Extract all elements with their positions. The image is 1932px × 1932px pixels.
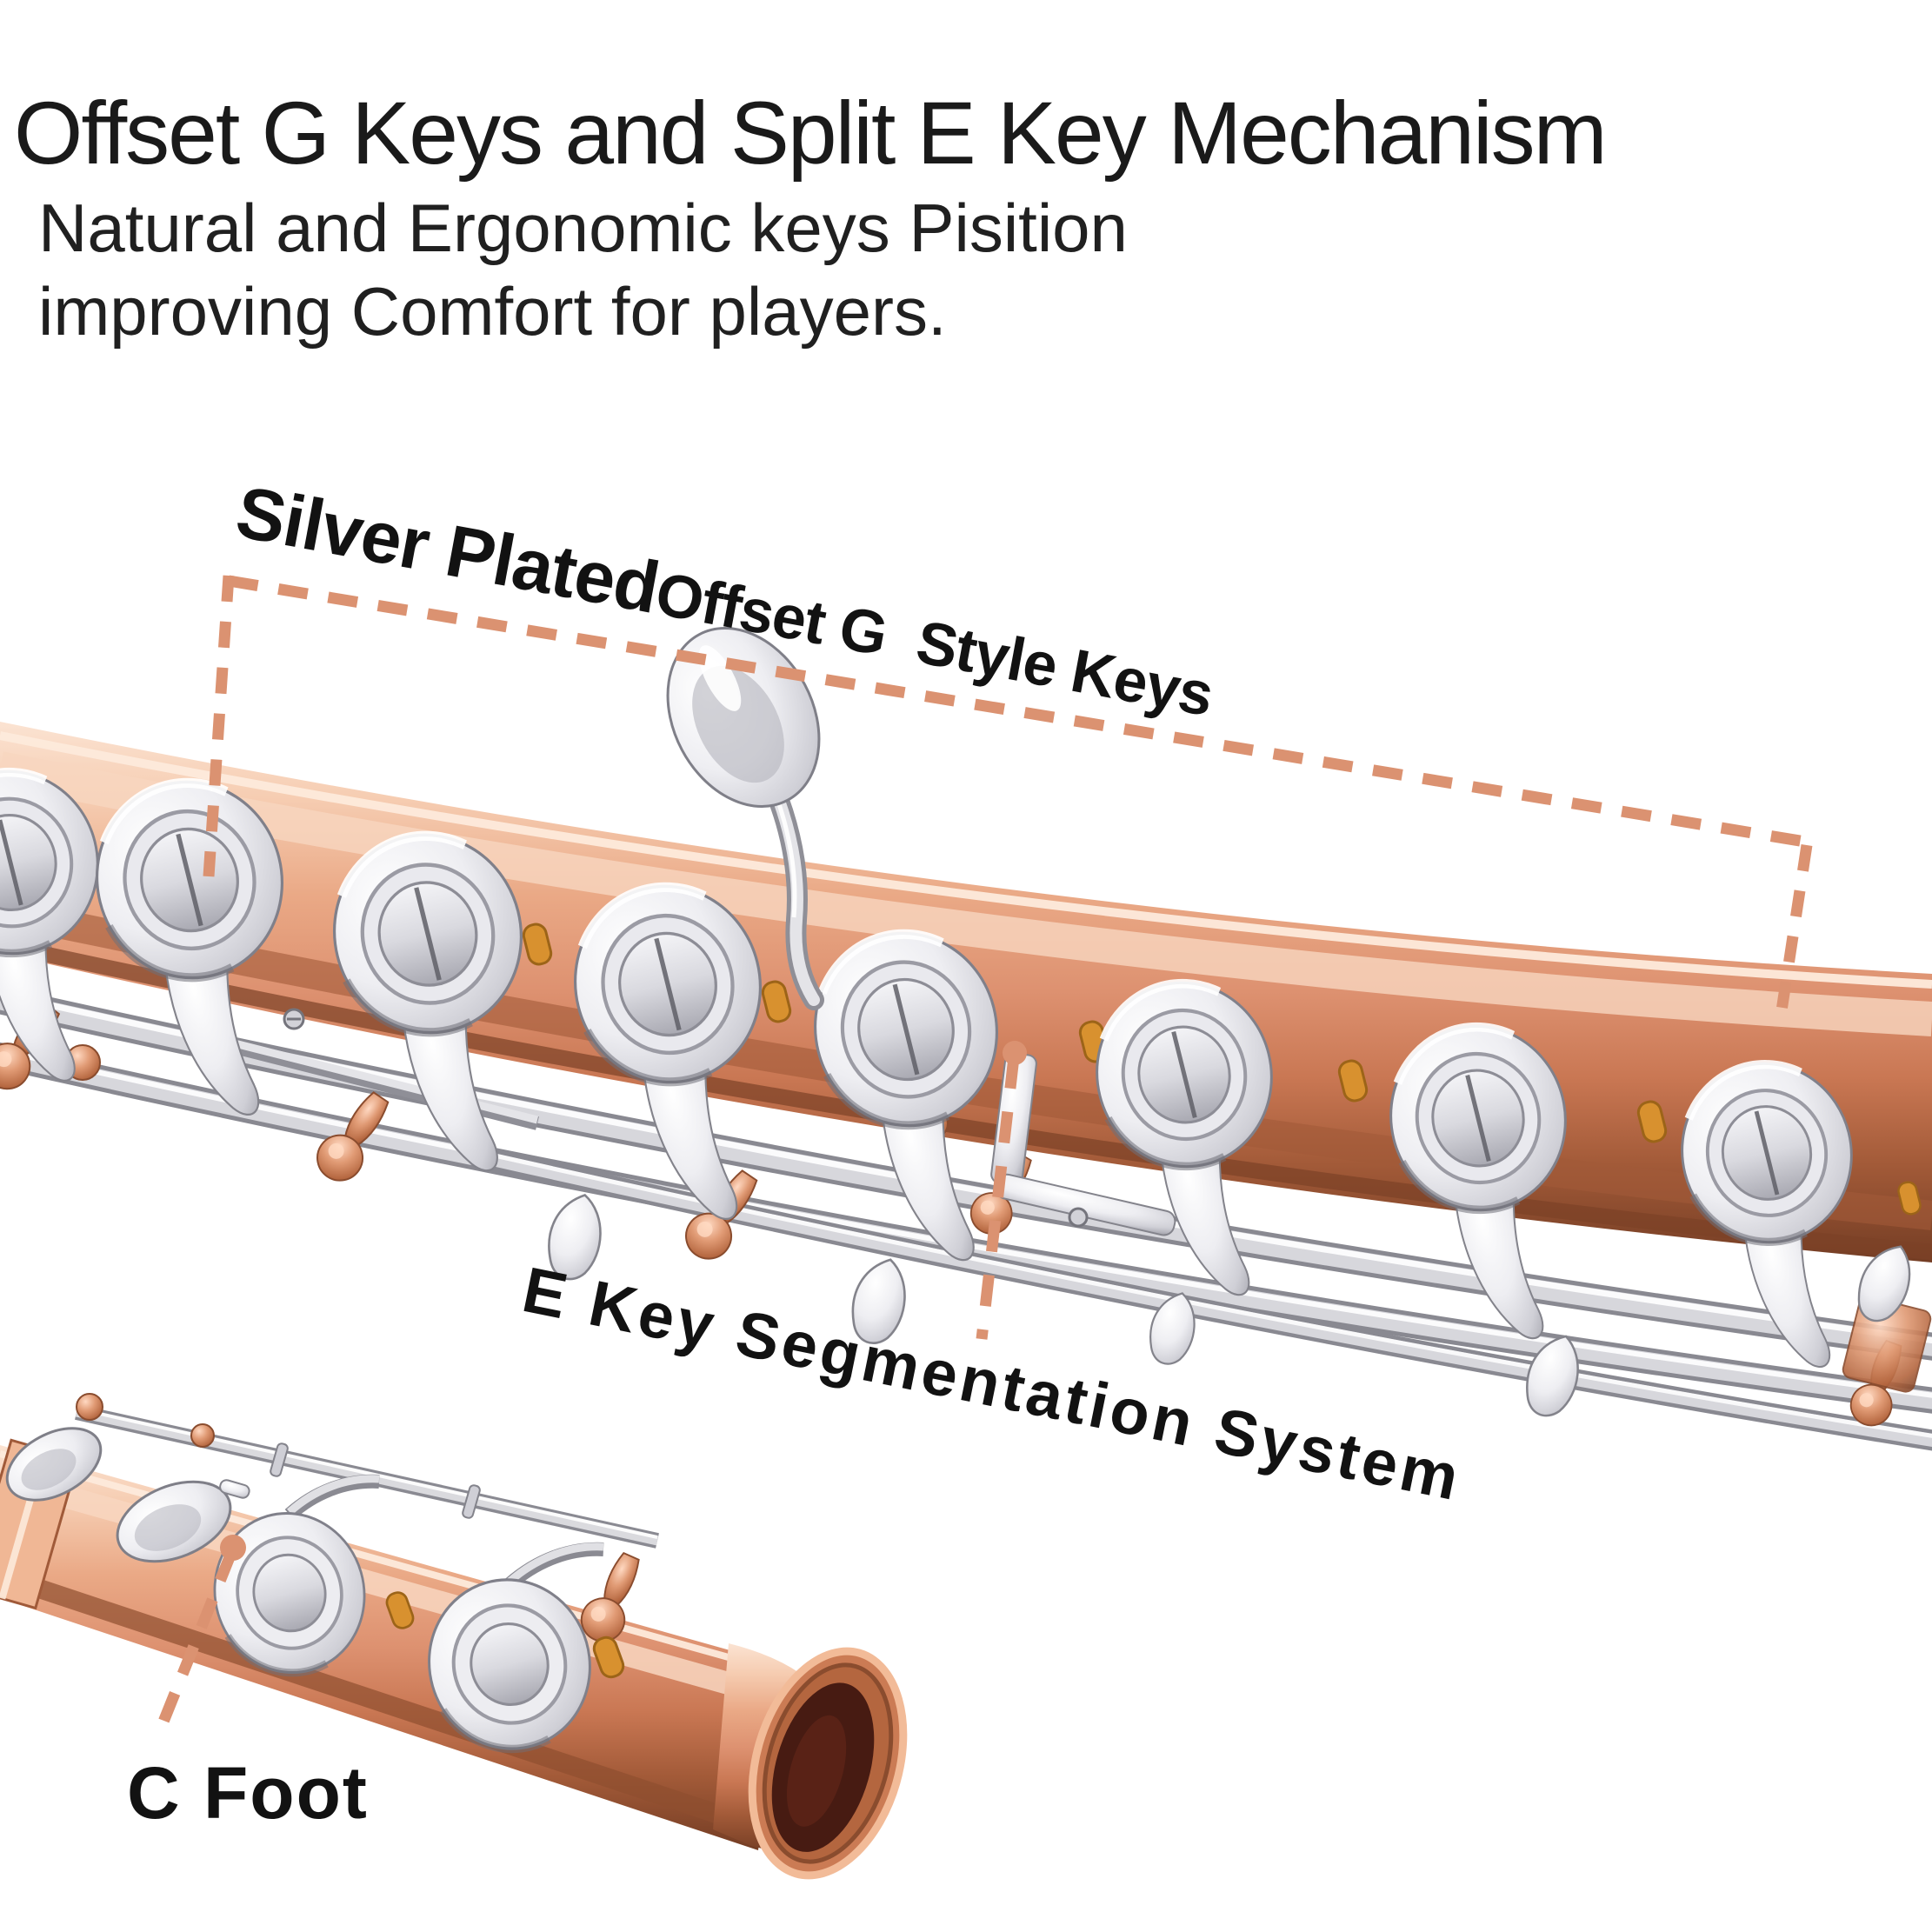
page-title: Offset G Keys and Split E Key Mechanism bbox=[14, 83, 1608, 183]
bell-opening bbox=[748, 1647, 908, 1880]
main-flute-photo bbox=[0, 627, 1932, 1451]
offset-g-box-top-line bbox=[227, 575, 1817, 849]
e-key-callout-line bbox=[976, 1056, 1020, 1340]
c-foot-joint-photo bbox=[0, 1393, 908, 1880]
c-foot-callout-dot bbox=[220, 1535, 246, 1561]
offset-g-box-right-line bbox=[1773, 844, 1813, 1029]
subtitle-line-1: Natural and Ergonomic keys Pisition bbox=[38, 190, 1128, 266]
annotation-dashed-lines bbox=[154, 575, 1817, 1733]
subtitle-line-2: improving Comfort for players. bbox=[38, 273, 947, 350]
foot-touchpieces bbox=[5, 1393, 250, 1563]
c-foot-label: C Foot bbox=[127, 1752, 369, 1834]
c-foot-callout-line bbox=[154, 1550, 237, 1733]
page-subtitle: Natural and Ergonomic keys Pisition impr… bbox=[38, 186, 1128, 353]
offset-g-box-left-line bbox=[203, 575, 235, 877]
e-key-callout-dot bbox=[1003, 1041, 1027, 1065]
